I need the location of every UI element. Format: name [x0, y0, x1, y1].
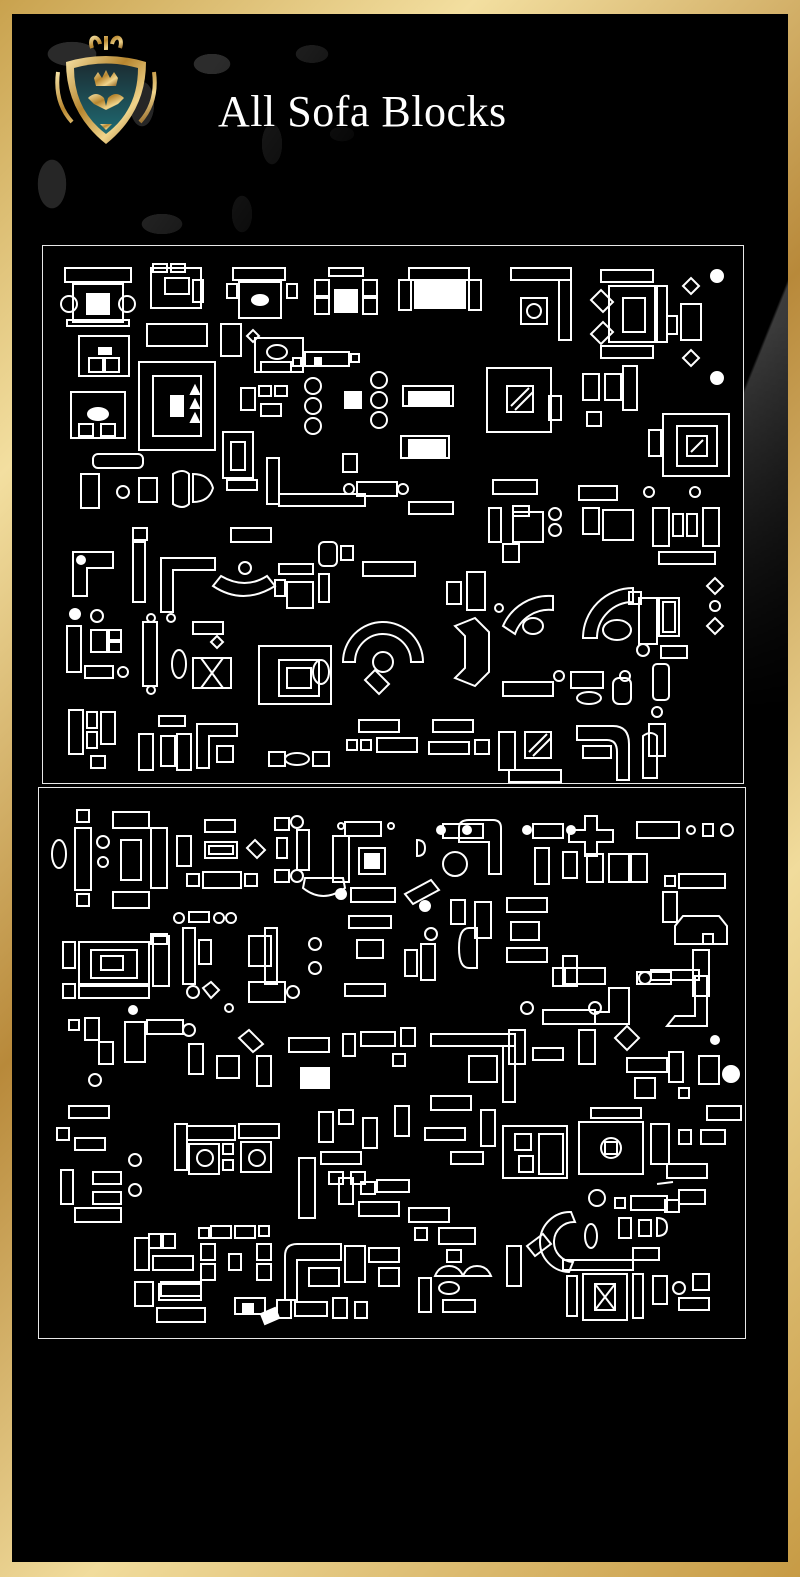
large-sectional-block	[138, 361, 216, 451]
poster-canvas: All Sofa Blocks	[12, 14, 788, 1562]
cad-sofa-blocks-drawing-1	[60, 263, 730, 783]
page-title: All Sofa Blocks	[218, 87, 507, 136]
sofa-blocks-sheet-1	[42, 245, 744, 784]
sofa-blocks-sheet-2	[38, 787, 746, 1339]
empty-footer-area	[12, 1344, 788, 1562]
crest-shield-emblem-icon	[55, 35, 157, 144]
cad-sofa-blocks-drawing-2	[51, 809, 742, 1326]
sofa-set-block	[60, 267, 136, 327]
